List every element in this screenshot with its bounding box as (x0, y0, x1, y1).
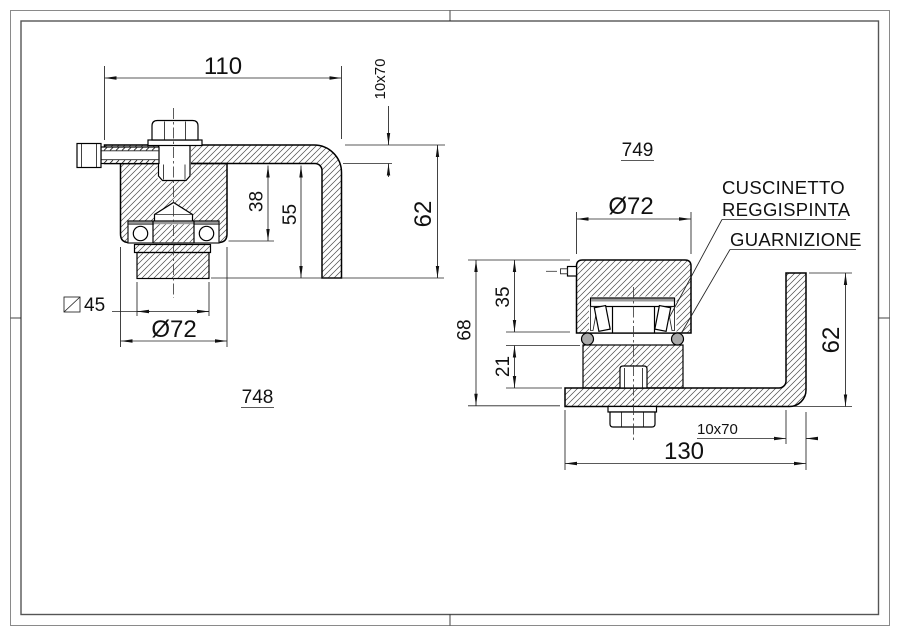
dim-total-height-749: 68 (455, 319, 476, 340)
side-screw (76, 142, 160, 169)
callout-bearing-line1: CUSCINETTO (722, 177, 845, 198)
dimensions-748: 110 10x70 62 38 55 (63, 53, 445, 347)
leader-bearing (668, 219, 723, 319)
part-number-748: 748 (242, 387, 274, 408)
top-bolt-shank (157, 144, 191, 182)
bracket-749-body (564, 272, 807, 408)
pivot-flange (133, 243, 212, 254)
square-section-icon (63, 296, 81, 313)
leader-seal (680, 249, 731, 335)
sheet-frame (10, 10, 890, 626)
dim-square-748: 45 (84, 295, 105, 316)
callout-bearing-line2: REGGISPINTA (722, 199, 851, 220)
dim-pivot-length-748: 55 (280, 204, 301, 225)
callouts-749: CUSCINETTO REGGISPINTA GUARNIZIONE (668, 177, 862, 335)
dim-inner-depth-748: 38 (247, 191, 268, 212)
dim-profile-749: 10x70 (697, 421, 738, 438)
dim-bearing-height-749: 35 (493, 286, 514, 307)
seal-oring-left (580, 332, 595, 346)
view-748: 110 10x70 62 38 55 (63, 53, 445, 408)
callout-seal: GUARNIZIONE (730, 229, 862, 250)
view-749: Ø72 68 35 21 62 10x70 (455, 140, 862, 470)
bearing-ball-right (198, 225, 215, 242)
dim-height-749: 62 (818, 327, 845, 354)
dimensions-749: Ø72 68 35 21 62 10x70 (455, 193, 852, 470)
part-number-749: 749 (622, 140, 654, 161)
top-bolt-washer (147, 139, 203, 147)
bolt-head-749 (607, 405, 658, 428)
bearing-washer (589, 297, 676, 308)
tapered-roller-left (593, 304, 611, 333)
thrust-bearing-749 (589, 296, 677, 334)
top-bolt-head (151, 119, 199, 141)
dim-height-748: 62 (410, 201, 437, 228)
bolt-shank-749 (619, 365, 648, 389)
seal-oring-right (670, 332, 685, 346)
dim-diameter-748: Ø72 (151, 316, 196, 343)
tapered-roller-right (654, 304, 672, 333)
pivot-block (136, 251, 210, 280)
grease-nipple (546, 265, 578, 277)
dim-overall-width-749: 130 (664, 438, 704, 465)
dim-hub-height-749: 21 (493, 356, 514, 377)
dim-profile-748: 10x70 (372, 59, 389, 100)
bearing-ball-left (132, 225, 149, 242)
dim-diameter-749: Ø72 (608, 193, 653, 220)
dim-overall-width-748: 110 (204, 53, 242, 80)
